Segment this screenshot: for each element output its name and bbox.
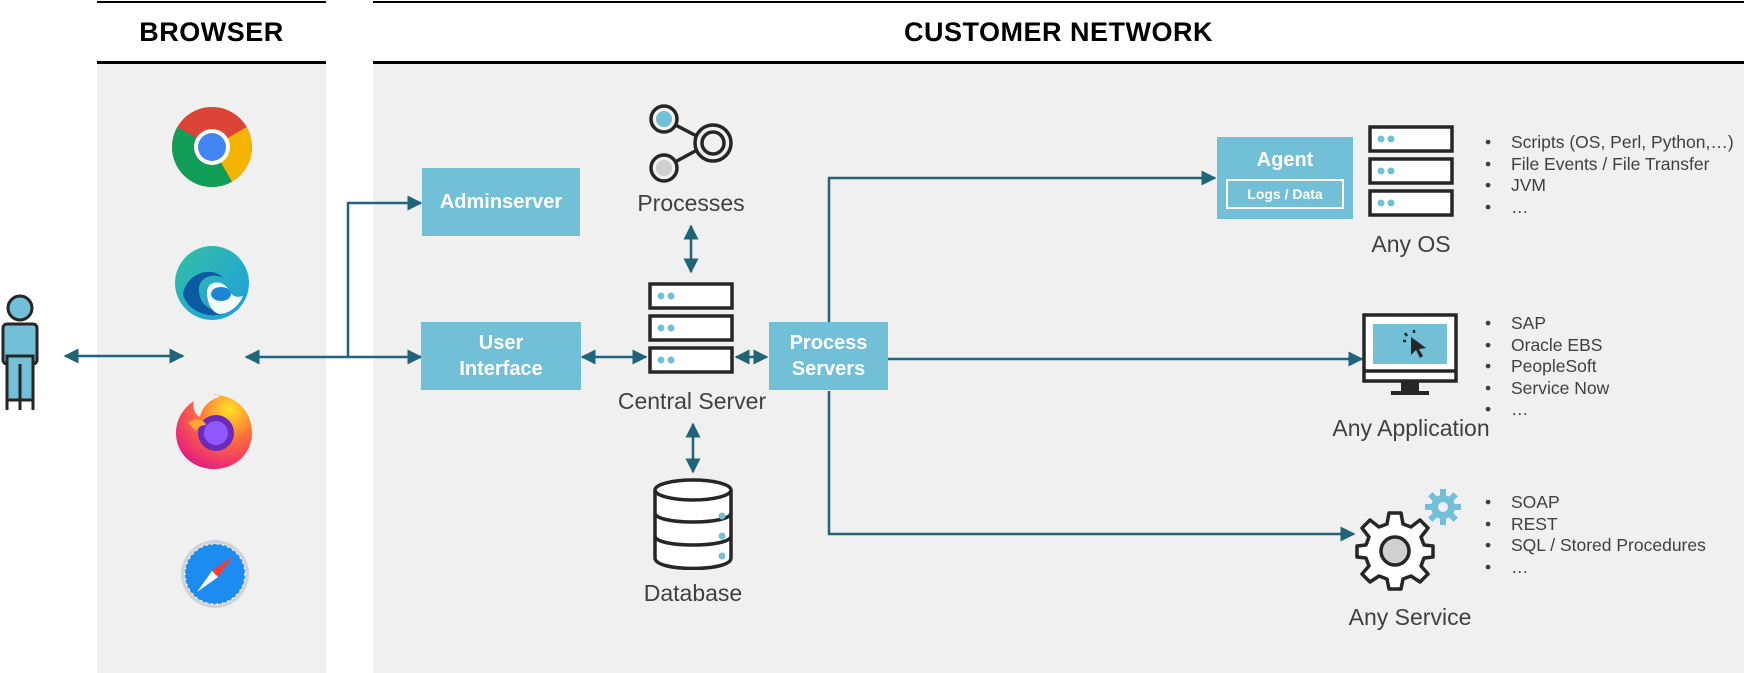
list-item: Scripts (OS, Perl, Python,…) (1485, 132, 1734, 154)
application-list: SAP Oracle EBS PeopleSoft Service Now … (1485, 313, 1609, 421)
user-interface-box: User Interface (421, 322, 581, 390)
small-gear-icon (1425, 489, 1461, 525)
customer-network-header: CUSTOMER NETWORK (373, 1, 1744, 64)
user-icon (1, 294, 39, 410)
database-label: Database (643, 580, 743, 606)
list-item: … (1485, 197, 1734, 219)
list-item: … (1485, 399, 1609, 421)
list-item: Oracle EBS (1485, 335, 1609, 357)
arrow-to-agent (827, 170, 1217, 322)
list-item: Service Now (1485, 378, 1609, 400)
arrow-to-adminserver (346, 195, 423, 357)
central-server-icon (648, 282, 734, 374)
agent-label: Agent (1256, 149, 1314, 171)
service-list: SOAP REST SQL / Stored Procedures … (1485, 492, 1706, 578)
os-list: Scripts (OS, Perl, Python,…) File Events… (1485, 132, 1734, 218)
agent-box: Agent Logs / Data (1217, 137, 1353, 219)
list-item: REST (1485, 514, 1706, 536)
any-application-label: Any Application (1332, 415, 1490, 441)
processes-icon (649, 104, 733, 183)
safari-icon (181, 540, 249, 608)
edge-icon (175, 246, 249, 320)
firefox-icon (176, 394, 252, 469)
gear-icon (1355, 511, 1435, 591)
list-item: File Events / File Transfer (1485, 154, 1734, 176)
list-item: PeopleSoft (1485, 356, 1609, 378)
central-server-label: Central Server (617, 388, 767, 414)
list-item: … (1485, 557, 1706, 579)
process-servers-box: Process Servers (769, 322, 888, 390)
processes-label: Processes (637, 190, 745, 216)
browser-header: BROWSER (97, 1, 326, 64)
logs-data-label: Logs / Data (1226, 179, 1344, 209)
adminserver-box: Adminserver (422, 168, 580, 236)
any-os-label: Any OS (1371, 231, 1451, 257)
chrome-icon (172, 107, 252, 187)
any-os-server-icon (1368, 125, 1454, 217)
list-item: SAP (1485, 313, 1609, 335)
list-item: JVM (1485, 175, 1734, 197)
database-icon (653, 478, 733, 570)
any-service-label: Any Service (1348, 604, 1472, 630)
list-item: SQL / Stored Procedures (1485, 535, 1706, 557)
monitor-icon (1362, 313, 1458, 395)
list-item: SOAP (1485, 492, 1706, 514)
arrow-to-service (827, 391, 1356, 542)
